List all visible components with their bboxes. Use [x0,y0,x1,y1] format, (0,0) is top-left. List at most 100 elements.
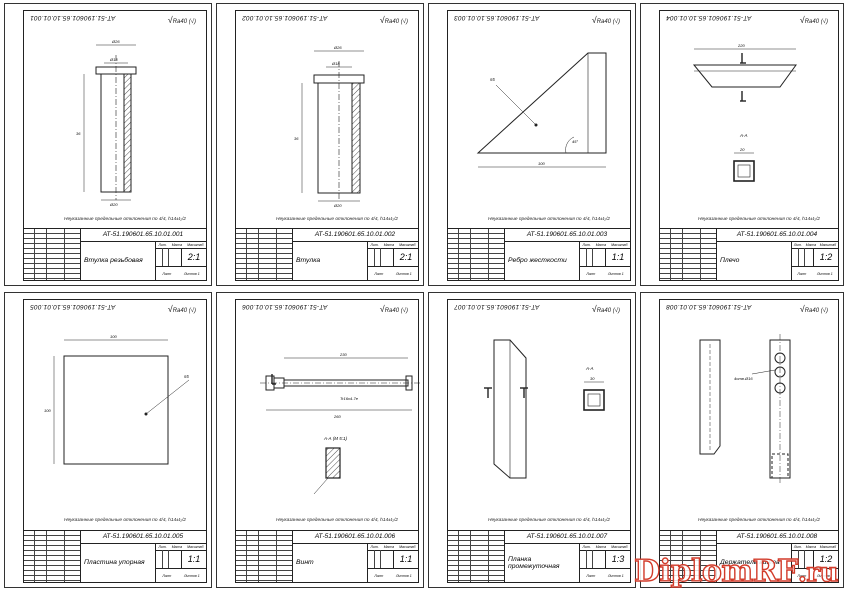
litera-cells [580,550,606,568]
sheet-frame: АТ-51.190601.65.10.01.004 √Ra40 (√) 220 … [659,10,839,281]
roughness-mark: √Ra40 (√) [167,15,196,25]
title-block: АТ-51.190601.65.10.01.002 Втулка Лит.Мас… [236,228,418,280]
dim-b: Ø18 [109,57,118,62]
dim-a: s5 [490,77,495,82]
litera-cells [368,550,394,568]
part-name: Пластина упорная [80,543,156,582]
revision-grid [660,531,717,582]
dim-c: 36 [294,136,299,141]
dim-c: 36 [76,131,81,136]
revision-grid [236,229,293,280]
part-drawing: Ø26 Ø18 36 Ø20 [294,45,365,208]
title-block: АТ-51.190601.65.10.01.008 Держатель винт… [660,530,838,582]
sheet-frame: АТ-51.190601.65.10.01.001 √Ra40 (√) Ø26 … [23,10,207,281]
drawing-sheet-4: АТ-51.190601.65.10.01.004 √Ra40 (√) 220 … [640,3,844,286]
dim-c: 100 [44,408,51,413]
part-drawing: 100 s5 100 [44,334,189,465]
drawing-sheet-3: АТ-51.190601.65.10.01.003 √Ra40 (√) s5 1… [428,3,636,286]
title-block: АТ-51.190601.65.10.01.006 Винт Лит.Масса… [236,530,418,582]
litera-cells [156,550,182,568]
sheet-frame: АТ-51.190601.65.10.01.006 √Ra40 (√) 230 … [235,299,420,583]
drawing-code: АТ-51.190601.65.10.01.005 [80,531,206,544]
sheet-frame: АТ-51.190601.65.10.01.008 √Ra40 (√) 4отв… [659,299,839,583]
dim-b: Tr16x4-7e [340,396,359,401]
drawing-sheet-1: АТ-51.190601.65.10.01.001 √Ra40 (√) Ø26 … [4,3,212,286]
part-drawing: 220 А-А 20 [692,43,797,182]
scale-value: 2:1 [393,248,418,266]
title-block: АТ-51.190601.65.10.01.001 Втулка резьбов… [24,228,206,280]
drawing-sheet-7: АТ-51.190601.65.10.01.007 √Ra40 (√) А-А … [428,292,636,588]
roughness-mark: √Ra40 (√) [167,304,196,314]
roughness-mark: √Ra40 (√) [591,304,620,314]
roughness-mark: √Ra40 (√) [591,15,620,25]
revision-grid [24,229,81,280]
dim-b: 100 [538,161,545,166]
tolerance-note: Неуказанные предельные отклонения по 4/4… [64,217,186,222]
drawing-code: АТ-51.190601.65.10.01.002 [292,229,418,242]
roughness-mark: √Ra40 (√) [379,15,408,25]
tolerance-note: Неуказанные предельные отклонения по 4/4… [276,217,398,222]
litera-cells [156,248,182,266]
scale-value: 1:3 [605,550,630,568]
scale-value: 1:1 [181,550,206,568]
scale-value: 1:1 [605,248,630,266]
revision-grid [660,229,717,280]
part-drawing: 230 Tr16x4-7e 260 А-А (М 5:1) [260,352,420,495]
rotated-code: АТ-51.190601.65.10.01.007 [454,303,540,310]
litera-cells [792,550,814,568]
tolerance-note: Неуказанные предельные отклонения по 4/4… [488,217,610,222]
section-label: А-А [585,366,594,371]
roughness-mark: √Ra40 (√) [379,304,408,314]
drawing-sheet-6: АТ-51.190601.65.10.01.006 √Ra40 (√) 230 … [216,292,424,588]
drawing-code: АТ-51.190601.65.10.01.001 [80,229,206,242]
part-name: Втулка резьбовая [80,241,156,280]
part-name: Держатель винта [716,543,792,582]
dim-a: 230 [339,352,347,357]
part-name: Ребро жесткости [504,241,580,280]
rotated-code: АТ-51.190601.65.10.01.002 [242,14,328,21]
dim-b: 30 [590,376,595,381]
roughness-mark: √Ra40 (√) [799,304,828,314]
rotated-code: АТ-51.190601.65.10.01.008 [666,303,752,310]
part-drawing: s5 100 45° [476,52,607,168]
sheet-frame: АТ-51.190601.65.10.01.002 √Ra40 (√) Ø26 … [235,10,419,281]
rotated-code: АТ-51.190601.65.10.01.005 [30,303,116,310]
part-drawing: 4отв.Ø16 [699,334,791,484]
rotated-code: АТ-51.190601.65.10.01.006 [242,303,328,310]
drawing-sheet-5: АТ-51.190601.65.10.01.005 √Ra40 (√) 100 … [4,292,212,588]
dim-b: Ø18 [331,61,340,66]
tolerance-note: Неуказанные предельные отклонения по 4/4… [64,518,186,523]
tolerance-note: Неуказанные предельные отклонения по 4/4… [488,518,610,523]
section-label: А-А (М 5:1) [323,436,348,441]
title-block: АТ-51.190601.65.10.01.005 Пластина упорн… [24,530,206,582]
drawing-code: АТ-51.190601.65.10.01.004 [716,229,838,242]
revision-grid [448,531,505,582]
dim-a: 100 [110,334,117,339]
drawing-code: АТ-51.190601.65.10.01.003 [504,229,630,242]
part-name: Винт [292,543,368,582]
title-block: АТ-51.190601.65.10.01.003 Ребро жесткост… [448,228,630,280]
tolerance-note: Неуказанные предельные отклонения по 4/4… [276,518,398,523]
drawing-sheet-8: АТ-51.190601.65.10.01.008 √Ra40 (√) 4отв… [640,292,844,588]
litera-cells [368,248,394,266]
litera-cells [580,248,606,266]
sheet-frame: АТ-51.190601.65.10.01.003 √Ra40 (√) s5 1… [447,10,631,281]
dim-c: 45° [572,139,578,144]
dim-c: 20 [739,147,745,152]
section-label: А-А [739,133,748,138]
revision-grid [448,229,505,280]
drawing-code: АТ-51.190601.65.10.01.007 [504,531,630,544]
sheet-frame: АТ-51.190601.65.10.01.007 √Ra40 (√) А-А … [447,299,631,583]
rotated-code: АТ-51.190601.65.10.01.001 [30,14,116,21]
dim-d: Ø20 [333,203,342,208]
part-name: Планка промежуточная [504,543,580,582]
roughness-mark: √Ra40 (√) [799,15,828,25]
part-drawing: А-А 30 [484,339,605,479]
tolerance-note: Неуказанные предельные отклонения по 4/4… [698,217,820,222]
